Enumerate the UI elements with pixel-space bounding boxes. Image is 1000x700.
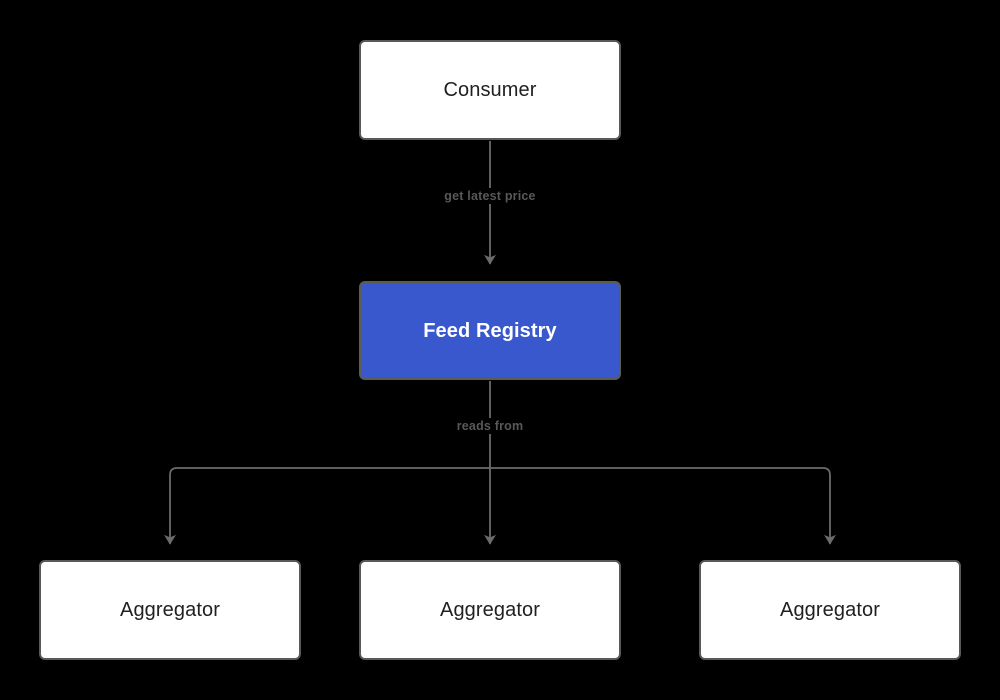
edge-label-reads-from: reads from xyxy=(453,418,527,434)
node-aggregator-right[interactable]: Aggregator xyxy=(699,560,961,660)
edge-registry-to-aggregator-left-path xyxy=(164,467,490,545)
node-aggregator-left-label: Aggregator xyxy=(120,599,220,621)
node-consumer[interactable]: Consumer xyxy=(359,40,621,140)
node-feed-registry-label: Feed Registry xyxy=(423,319,557,342)
node-aggregator-center-label: Aggregator xyxy=(440,599,540,621)
node-aggregator-center[interactable]: Aggregator xyxy=(359,560,621,660)
node-feed-registry[interactable]: Feed Registry xyxy=(359,281,621,380)
node-consumer-label: Consumer xyxy=(443,79,537,101)
node-aggregator-right-label: Aggregator xyxy=(780,599,880,621)
edge-registry-to-aggregator-right-path xyxy=(490,467,836,545)
edge-label-get-latest-price: get latest price xyxy=(441,188,539,204)
node-aggregator-left[interactable]: Aggregator xyxy=(39,560,301,660)
